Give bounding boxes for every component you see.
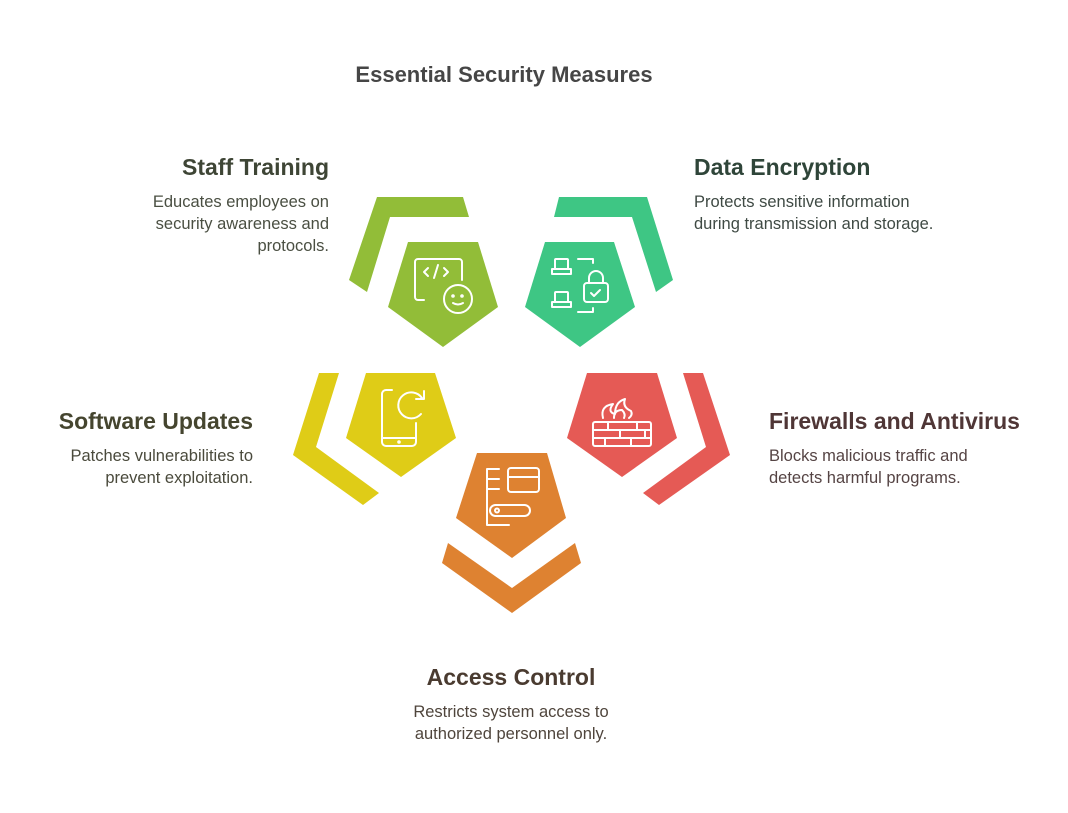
staff-training-heading: Staff Training: [182, 154, 329, 180]
access-control-bracket: [442, 543, 581, 613]
door-access-icon: [486, 467, 540, 526]
staff-training-description: Educates employees on security awareness…: [152, 193, 329, 255]
data-encryption-pentagon: [525, 242, 635, 347]
firewalls-pentagon: [567, 373, 677, 477]
firewalls-heading: Firewalls and Antivirus: [769, 408, 1020, 434]
data-encryption-description: Protects sensitive information during tr…: [694, 193, 934, 233]
access-control-heading: Access Control: [426, 664, 596, 690]
staff-training-bracket: [349, 197, 469, 292]
firewalls-block: Firewalls and Antivirus Blocks malicious…: [769, 407, 1049, 489]
phone-refresh-icon: [381, 389, 425, 447]
firewalls-bracket: [643, 373, 730, 505]
access-control-description: Restricts system access to authorized pe…: [413, 703, 609, 743]
firewall-icon: [592, 398, 652, 447]
software-updates-block: Software Updates Patches vulnerabilities…: [23, 407, 253, 489]
software-updates-pentagon: [346, 373, 456, 477]
data-encryption-block: Data Encryption Protects sensitive infor…: [694, 153, 959, 235]
staff-training-pentagon: [388, 242, 498, 347]
access-control-block: Access Control Restricts system access t…: [386, 663, 636, 745]
diagram-title: Essential Security Measures: [355, 62, 653, 87]
data-encryption-bracket: [554, 197, 673, 292]
staff-training-block: Staff Training Educates employees on sec…: [69, 153, 329, 257]
software-updates-bracket: [293, 373, 379, 505]
firewalls-description: Blocks malicious traffic and detects har…: [769, 447, 968, 487]
laptops-lock-icon: [551, 258, 609, 313]
software-updates-heading: Software Updates: [58, 408, 253, 434]
code-screen-face-icon: [414, 258, 473, 314]
software-updates-description: Patches vulnerabilities to prevent explo…: [70, 447, 253, 487]
data-encryption-heading: Data Encryption: [694, 154, 871, 180]
